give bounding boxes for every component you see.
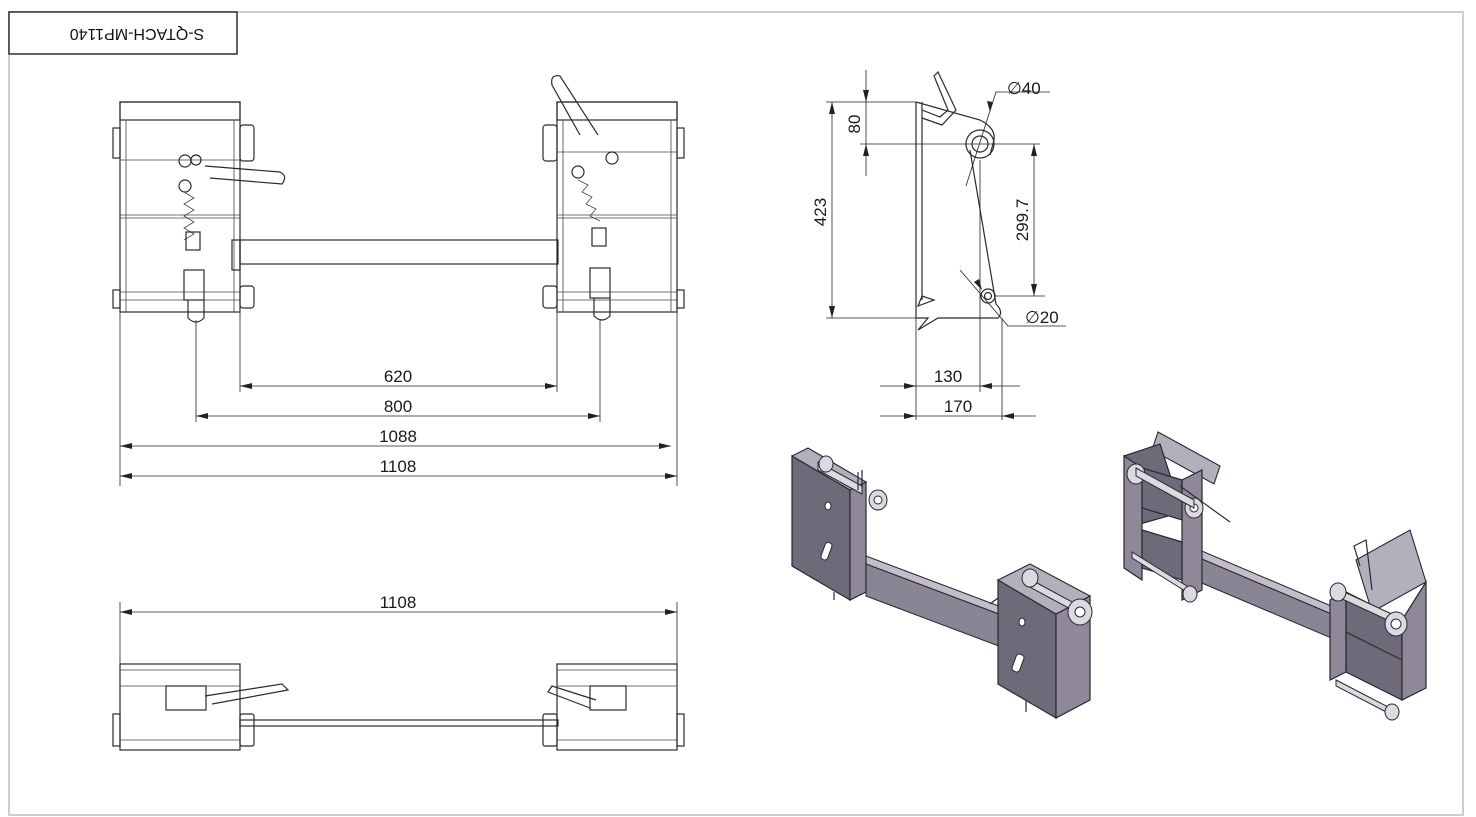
front-dimensions: 620 800 1088 1108 xyxy=(119,312,678,486)
right-frame xyxy=(542,75,685,321)
dim-620: 620 xyxy=(384,367,412,386)
dim-1108: 1108 xyxy=(380,457,417,476)
top-beam xyxy=(239,719,559,727)
dim-800: 800 xyxy=(384,397,412,416)
dim-80: 80 xyxy=(845,115,864,134)
dim-130: 130 xyxy=(934,367,962,386)
isometric-view-2 xyxy=(1123,431,1427,721)
title-block: S-QTACH-MP1140 xyxy=(8,11,238,55)
left-frame xyxy=(112,101,286,323)
front-view: 620 800 1088 1108 xyxy=(112,75,685,486)
part-code-label: S-QTACH-MP1140 xyxy=(70,25,205,42)
sheet-border xyxy=(8,11,1464,816)
dim-170: 170 xyxy=(944,397,972,416)
side-dimensions: 423 80 299.7 130 170 ∅40 ∅20 xyxy=(811,70,1066,420)
dim-dia40: ∅40 xyxy=(1007,79,1041,98)
pin-hole-20 xyxy=(980,288,996,304)
isometric-view-1 xyxy=(790,447,1093,720)
top-dimensions: 1108 xyxy=(119,593,678,664)
dim-1088: 1088 xyxy=(379,427,417,446)
top-view: 1108 xyxy=(112,593,685,751)
dim-top-1108: 1108 xyxy=(380,593,417,612)
dim-423: 423 xyxy=(811,198,830,226)
side-view: 423 80 299.7 130 170 ∅40 ∅20 xyxy=(811,70,1066,420)
dim-dia20: ∅20 xyxy=(1025,308,1059,327)
dim-299-7: 299.7 xyxy=(1013,199,1032,242)
center-beam xyxy=(239,239,559,265)
